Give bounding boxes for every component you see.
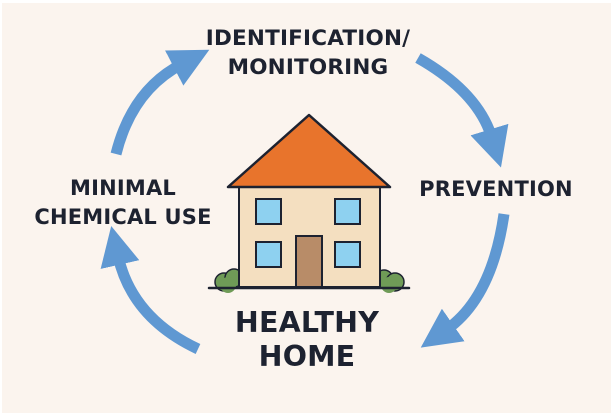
cycle-arrow-icon-top-left	[110, 49, 210, 156]
cycle-arrow-icon-bottom-left	[100, 225, 201, 354]
node-minimal-line2: CHEMICAL USE	[34, 205, 212, 229]
node-identification-monitoring: IDENTIFICATION/ MONITORING	[178, 24, 438, 82]
node-minimal-chemical-use: MINIMAL CHEMICAL USE	[18, 174, 228, 232]
node-identification-line2: MONITORING	[227, 55, 389, 80]
center-line1: HEALTHY	[234, 306, 380, 339]
window-top-right	[334, 198, 361, 225]
window-top-left	[255, 198, 282, 225]
cycle-arrow-icon-top-right	[415, 53, 509, 168]
house-roof	[226, 113, 392, 189]
house-door	[295, 235, 323, 288]
center-healthy-home: HEALTHY HOME	[212, 306, 402, 374]
window-bottom-left	[255, 241, 282, 268]
node-identification-line1: IDENTIFICATION/	[205, 26, 411, 51]
node-minimal-line1: MINIMAL	[69, 176, 177, 200]
window-bottom-right	[334, 241, 361, 268]
node-prevention: PREVENTION	[414, 177, 578, 201]
node-prevention-text: PREVENTION	[419, 177, 573, 201]
center-line2: HOME	[258, 340, 356, 373]
cycle-arrow-icon-bottom-right	[420, 213, 510, 348]
house-icon	[207, 113, 411, 293]
